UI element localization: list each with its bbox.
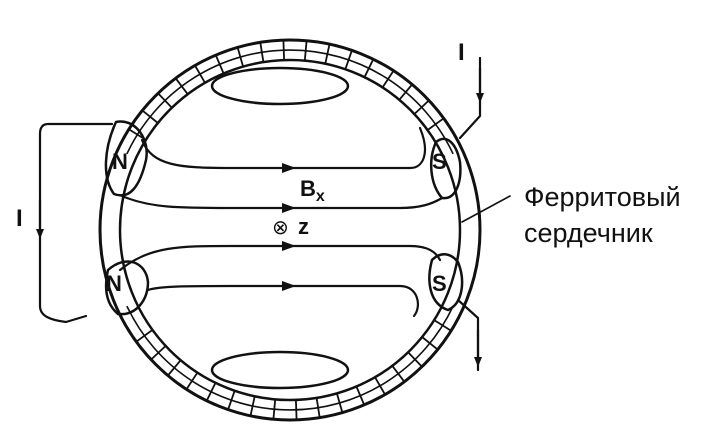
field-line-4	[146, 284, 419, 318]
pole-label-s-bottom: S	[432, 271, 447, 296]
core-label-line2: сердечник	[524, 218, 653, 248]
winding-bundle-bottom	[210, 350, 350, 390]
current-label-top: I	[458, 39, 465, 66]
field-line-1	[140, 126, 427, 170]
pole-label-n-top: N	[112, 149, 128, 174]
field-arrow-1	[282, 163, 296, 173]
field-arrow-4	[282, 281, 296, 291]
field-arrow-3	[282, 241, 296, 251]
field-label-sub: x	[316, 188, 325, 205]
ring-outer	[98, 38, 482, 422]
field-arrow-2	[282, 203, 296, 213]
pole-region-s-bottom	[428, 253, 464, 312]
winding-guide	[126, 305, 454, 411]
pole-label-n-bottom: N	[106, 271, 122, 296]
z-axis-symbol: ⊗	[272, 217, 289, 239]
coil-windings	[126, 40, 454, 420]
core-label-line1: Ферритовый	[524, 182, 681, 212]
z-axis-label: z	[298, 214, 309, 239]
winding-bundle-top	[210, 66, 350, 106]
lead-wire-right-top	[458, 56, 482, 140]
current-label-left: I	[16, 205, 23, 232]
field-line-3	[118, 244, 442, 272]
field-label-main: B	[300, 176, 316, 201]
core-leader-line	[461, 195, 511, 223]
pole-region-s-top	[429, 137, 462, 200]
winding-guide	[126, 49, 454, 155]
ring-inner	[118, 58, 462, 402]
field-label: Bx	[300, 176, 325, 205]
pole-region-n-top	[104, 120, 148, 197]
pole-label-s-top: S	[432, 149, 447, 174]
field-line-2	[120, 194, 444, 210]
